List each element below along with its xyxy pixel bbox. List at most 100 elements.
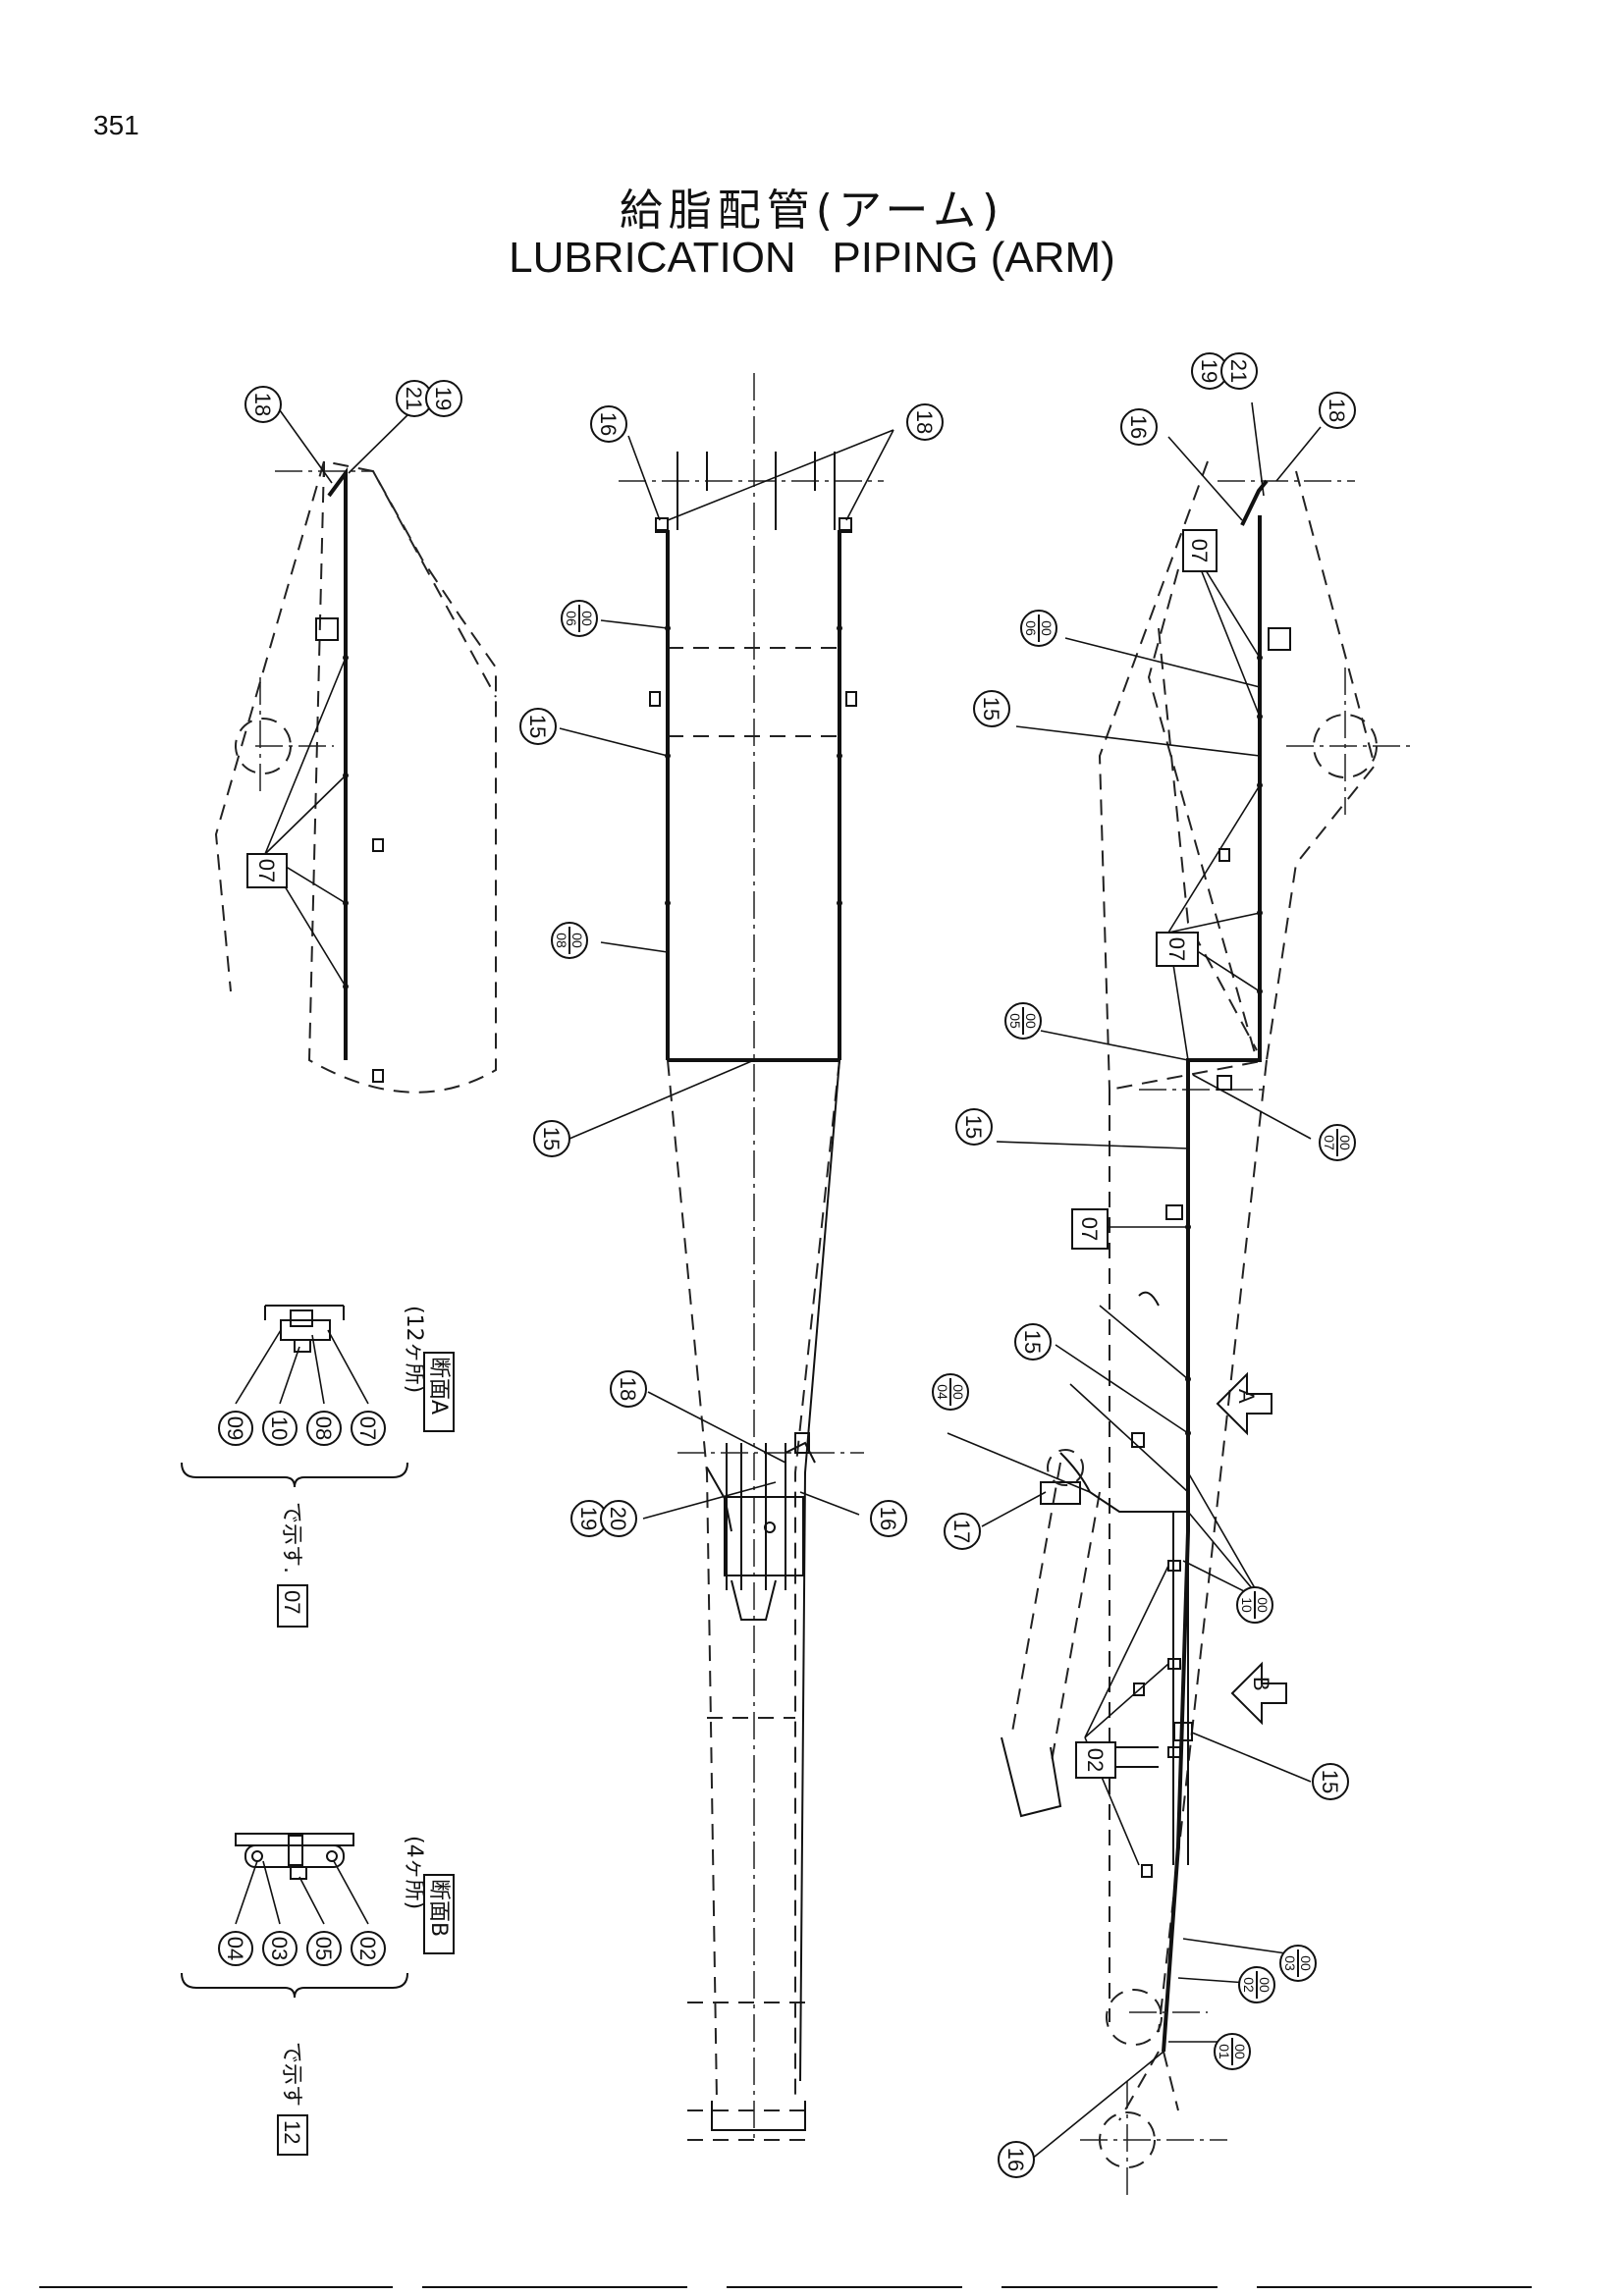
part-tag-p07a: 07 [246, 853, 288, 888]
section-a-count-note: (12ヶ所) [402, 1306, 426, 1393]
bubble-circle [998, 2141, 1035, 2178]
part-bubble-p15d: 15 [973, 690, 1010, 727]
pair-bottom-label-p03d: 03 [1282, 1955, 1298, 1971]
bubble-label-p19d: 19 [1197, 359, 1221, 383]
part-bubble-p21d: 21 [1220, 352, 1258, 390]
bubble-label-p19c: 19 [576, 1507, 601, 1530]
bubble-label-p15e: 15 [961, 1115, 986, 1139]
section-b-item-4: 02 [355, 1937, 380, 1960]
bubble-circle [610, 1370, 647, 1408]
tag-box [1156, 932, 1199, 967]
part-bubble-p15g: 15 [1312, 1763, 1349, 1800]
pair-bottom-label-p01d: 01 [1217, 2044, 1232, 2059]
view-marker-a: A [1234, 1389, 1259, 1404]
pair-top-label: 00 [950, 1384, 966, 1400]
bubble-circle [425, 380, 462, 417]
pair-top-label: 00 [1298, 1955, 1314, 1971]
bubble-circle [590, 405, 627, 443]
section-a-labels: 09 10 08 07 (12ヶ所) 断面A 07 で示す. [218, 1306, 455, 1628]
page-number: 351 [93, 110, 139, 140]
part-bubble-p17d: 17 [944, 1513, 981, 1550]
part-bubble-p15e: 15 [955, 1108, 993, 1146]
part-bubble-p19c: 19 [570, 1500, 608, 1537]
pair-bottom-label-p08b: 08 [554, 933, 569, 948]
right-side-view [947, 401, 1414, 2199]
title-japanese: 給脂配管(アーム) [619, 186, 1005, 236]
part-bubble-p16e: 16 [998, 2141, 1035, 2178]
pair-top-label: 00 [1337, 1135, 1353, 1150]
middle-top-view [559, 373, 894, 2141]
bubble-label-p16b: 16 [596, 412, 621, 436]
part-bubble-p15c: 15 [533, 1120, 570, 1157]
part-bubble-p16c: 16 [870, 1500, 907, 1537]
section-a-caption: で示す. [279, 1502, 303, 1574]
section-a-detail [181, 1305, 408, 1488]
pair-bottom-label-p06b: 06 [564, 611, 579, 626]
bubble-circle [1312, 1763, 1349, 1800]
section-b-count-note: (4ヶ所) [402, 1836, 426, 1909]
bubble-circle [906, 403, 944, 441]
bubble-label-p15f: 15 [1020, 1330, 1045, 1354]
bubble-label-p16e: 16 [1003, 2148, 1028, 2171]
part-bubble-p15f: 15 [1014, 1323, 1052, 1361]
section-a-tag: 07 [280, 1590, 304, 1614]
part-bubble-p18c: 18 [610, 1370, 647, 1408]
bubble-label-p15c: 15 [539, 1127, 564, 1150]
part-bubble-p16b: 16 [590, 405, 627, 443]
part-bubble-p15b: 15 [519, 708, 557, 745]
part-tag-p02d: 02 [1075, 1741, 1116, 1779]
bubble-circle [1319, 392, 1356, 429]
bubble-label-p21a: 21 [402, 387, 426, 410]
part-tag-p07e: 07 [1156, 932, 1199, 967]
pair-top-label: 00 [1257, 1977, 1272, 1993]
tag-box [1071, 1208, 1109, 1250]
bubble-circle [1014, 1323, 1052, 1361]
tag-box [1075, 1741, 1116, 1779]
tag-label-p07a: 07 [254, 859, 279, 882]
bubble-circle [944, 1513, 981, 1550]
pair-top-label: 00 [1255, 1597, 1271, 1613]
bubble-circle [1120, 408, 1158, 446]
part-bubble-p20c: 20 [600, 1500, 637, 1537]
pair-bottom-label-p05d: 05 [1007, 1013, 1023, 1029]
pair-top-label: 00 [1039, 620, 1055, 636]
section-a-item-3: 08 [311, 1416, 336, 1440]
bubble-circle [955, 1108, 993, 1146]
bubble-label-p18c: 18 [616, 1377, 640, 1401]
tag-label-p07e: 07 [1164, 937, 1189, 961]
pair-bottom-label-p02e: 02 [1241, 1977, 1257, 1993]
pair-bottom-label-p06d: 06 [1023, 620, 1039, 636]
pair-top-label: 00 [1023, 1013, 1039, 1029]
section-a-label: 断面A [426, 1357, 451, 1415]
section-b-tag: 12 [280, 2120, 304, 2144]
bubble-label-p15g: 15 [1318, 1770, 1342, 1793]
bubble-label-p21d: 21 [1226, 359, 1251, 383]
bubble-circle [533, 1120, 570, 1157]
bubble-label-p15d: 15 [979, 697, 1003, 721]
bubble-label-p18a: 18 [250, 393, 275, 416]
left-side-view [214, 409, 497, 1094]
pair-top-label: 00 [569, 933, 585, 948]
part-tag-p07d: 07 [1182, 529, 1218, 572]
bubble-label-p16c: 16 [876, 1507, 900, 1530]
part-bubble-p18a: 18 [244, 386, 282, 423]
bubble-label-p16d: 16 [1126, 415, 1151, 439]
section-b-label: 断面B [426, 1879, 451, 1937]
bubble-circle [519, 708, 557, 745]
section-b-item-2: 03 [267, 1937, 292, 1960]
part-tags: 07 07 07 07 02 [246, 529, 1218, 1779]
section-b-detail [181, 1833, 408, 1999]
section-b-labels: 04 03 05 02 (4ヶ所) 断面B 12 で示す [218, 1836, 455, 2156]
bubble-label-p17d: 17 [949, 1520, 974, 1543]
bubble-label-p19a: 19 [431, 387, 456, 410]
part-tag-p07g: 07 [1071, 1208, 1109, 1250]
